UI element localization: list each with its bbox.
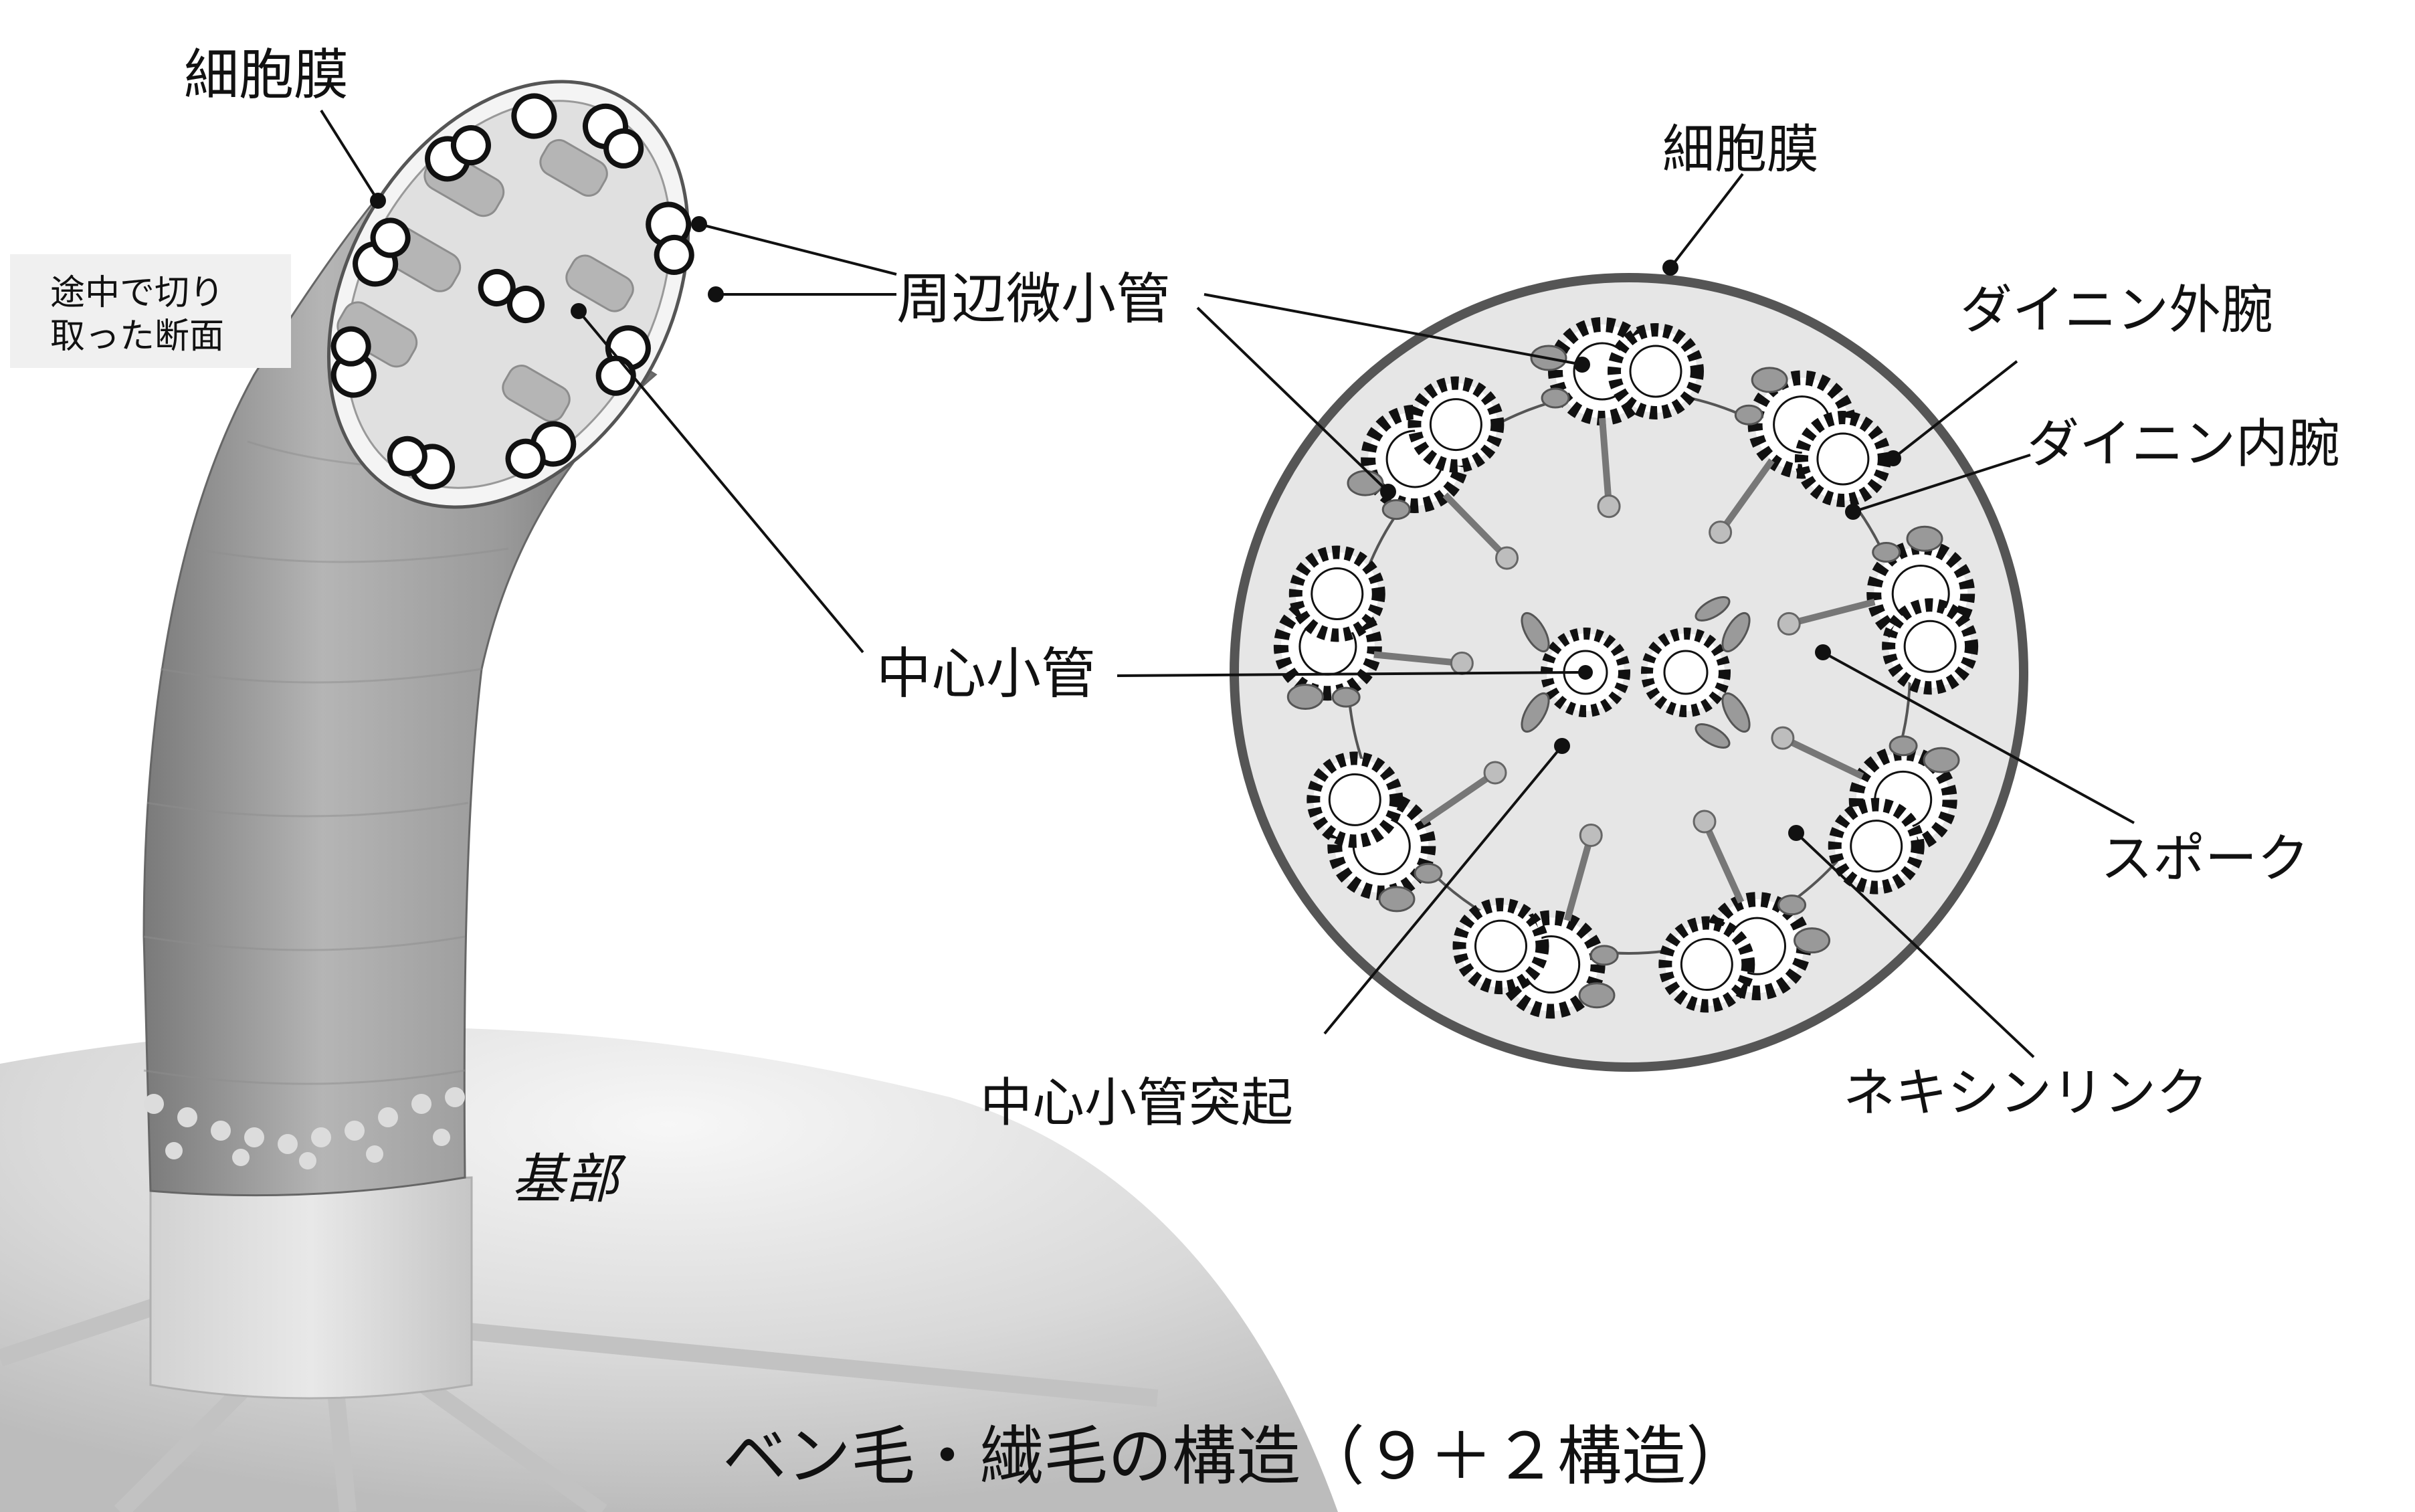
radial-spoke (1717, 458, 1775, 535)
section-note-line1: 途中で切り (50, 273, 224, 313)
peripheral-doublet (1307, 751, 1443, 913)
dynein-outer-arm (1906, 525, 1943, 552)
dynein-inner-arm (1331, 686, 1361, 708)
dynein-outer-arm (1578, 982, 1616, 1009)
cut-section (326, 80, 694, 509)
dynein-inner-arm (1381, 499, 1411, 521)
spoke-head (1483, 761, 1507, 785)
b-tubule-lumen (1629, 345, 1682, 398)
dynein-outer-arm (1751, 367, 1788, 393)
spoke-head (1579, 823, 1603, 847)
dynein-inner-arm (1777, 894, 1807, 916)
b-tubule-lumen (1429, 398, 1482, 452)
central-projections (1521, 596, 1751, 749)
b-tubule-lumen (1850, 820, 1903, 873)
radial-spoke (1788, 598, 1876, 628)
outer-arm-label: ダイニン外腕 (1960, 280, 2273, 341)
cell-surface-rays (0, 1283, 1159, 1512)
radial-spoke (1420, 769, 1497, 826)
dynein-inner-arm (1734, 404, 1763, 426)
spoke-label: スポーク (2101, 829, 2309, 889)
spoke-head (1597, 494, 1621, 518)
dynein-outer-arm (1923, 747, 1960, 773)
peripheral-doublet (1273, 545, 1385, 711)
b-tubule-lumen (1328, 773, 1381, 826)
peripheral-doublet (1828, 735, 1960, 894)
peripheral-doublet (1866, 525, 1979, 695)
radial-spoke (1373, 651, 1462, 667)
section-note-line2: 取った断面 (50, 316, 224, 357)
dynein-outer-arm (1794, 927, 1831, 954)
nexin-label: ネキシンリンク (1843, 1063, 2208, 1123)
spoke-head (1771, 726, 1795, 750)
dynein-inner-arm (1589, 945, 1619, 966)
base-label: 基部 (512, 1148, 626, 1210)
radial-spoke (1599, 417, 1613, 507)
b-tubule-lumen (1816, 432, 1870, 486)
b-tubule-lumen (1474, 919, 1528, 973)
spoke-head (1450, 651, 1474, 675)
cross-section-view (1230, 273, 2028, 1072)
leader-lines (320, 109, 2135, 1058)
radial-spoke (1563, 834, 1595, 922)
dynein-outer-arm (1286, 684, 1324, 711)
spoke-head (1709, 521, 1733, 545)
spoke-head (1777, 611, 1801, 636)
radial-spoke (1701, 820, 1745, 904)
dynein-inner-arm (1541, 387, 1570, 409)
peripheral-doublets (1273, 317, 1979, 1019)
inner-arm-label: ダイニン内腕 (2027, 414, 2340, 474)
central-projection-label: 中心小管突起 (980, 1073, 1293, 1133)
b-tubule-lumen (1311, 567, 1364, 620)
dynein-inner-arm (1414, 862, 1443, 884)
right-membrane-label: 細胞膜 (1662, 120, 1819, 180)
spoke-head (1495, 546, 1519, 570)
basal-body (149, 1176, 473, 1400)
basal-pores (144, 1087, 465, 1169)
radial-spoke (1442, 492, 1510, 561)
central-label: 中心小管 (876, 642, 1096, 706)
dynein-outer-arm (1378, 886, 1416, 913)
section-note-box (10, 254, 291, 368)
dynein-inner-arm (1889, 735, 1918, 757)
peripheral-doublet (1530, 317, 1704, 426)
peripheral-label: 周辺微小管 (896, 268, 1171, 331)
spoke-head (1693, 810, 1717, 834)
peripheral-doublet (1347, 376, 1505, 521)
radial-spokes (1373, 417, 1876, 922)
dynein-inner-arm (1872, 541, 1901, 563)
b-tubule-lumen (1680, 938, 1733, 991)
b-tubule-lumen (1903, 620, 1957, 673)
left-membrane-label: 細胞膜 (184, 43, 349, 107)
section-doublets (330, 93, 694, 490)
figure-title: ベン毛・繊毛の構造（９＋２構造） (722, 1419, 1750, 1494)
peripheral-doublet (1734, 367, 1891, 507)
radial-spoke (1781, 735, 1864, 779)
cilium-3d-view (0, 80, 1338, 1512)
labels: 細胞膜 途中で切り 取った断面 周辺微小管 中心小管 中心小管突起 細胞膜 ダイ… (10, 43, 2340, 1494)
peripheral-doublet (1658, 892, 1831, 1013)
peripheral-doublet (1452, 898, 1619, 1019)
